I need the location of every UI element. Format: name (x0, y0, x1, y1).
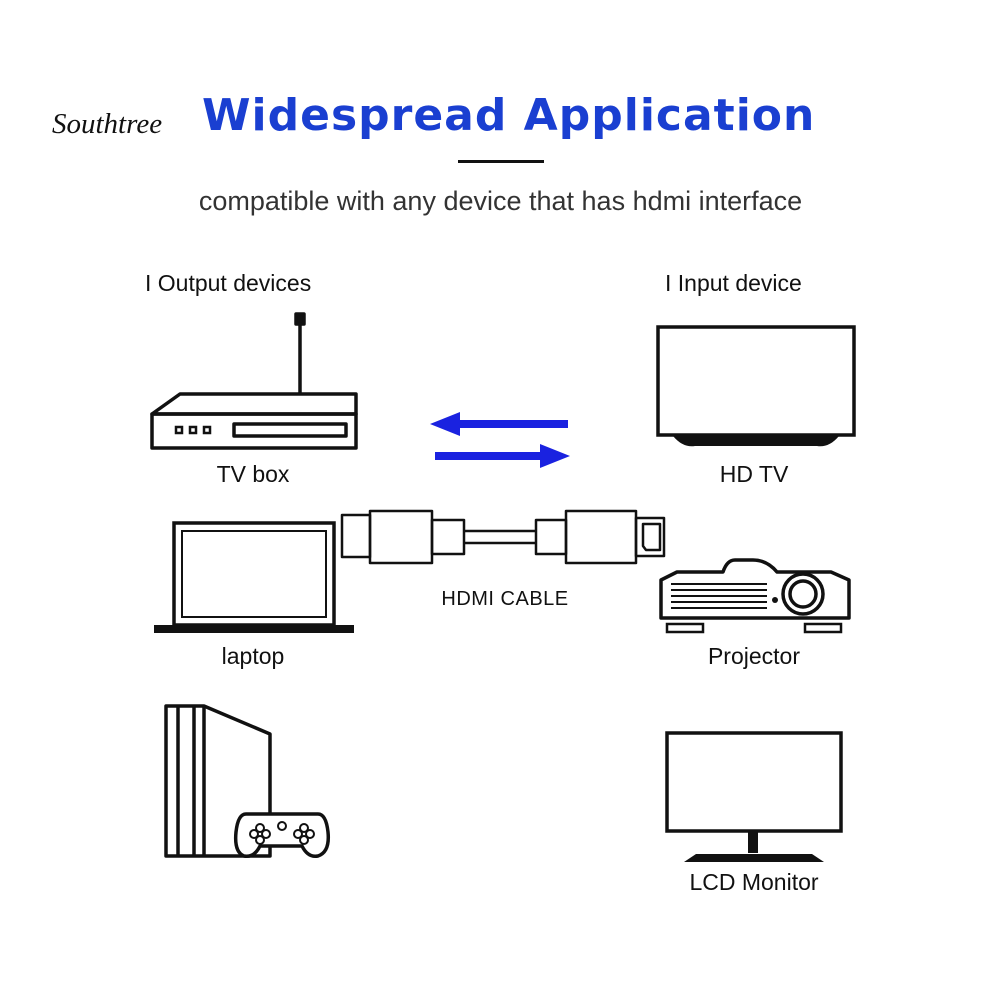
hd-tv-label: HD TV (719, 461, 789, 487)
input-devices-heading: I Input device (665, 270, 802, 296)
laptop-icon (154, 521, 354, 633)
page-title: Widespread Application (202, 90, 816, 141)
projector-icon (659, 558, 851, 634)
projector-label: Projector (707, 643, 801, 669)
lcd-monitor-icon (665, 731, 843, 862)
bidirectional-arrows-icon (430, 412, 570, 468)
game-console-icon (164, 704, 331, 859)
tv-box-icon (150, 312, 358, 450)
hdmi-cable-label: HDMI CABLE (441, 588, 569, 610)
lcd-monitor-label: LCD Monitor (689, 869, 819, 895)
title-divider (458, 160, 544, 163)
tv-box-label: TV box (216, 461, 290, 487)
hdmi-cable-icon (340, 509, 666, 565)
output-devices-heading: I Output devices (145, 270, 312, 296)
hd-tv-icon (656, 325, 856, 447)
brand-name: Southtree (52, 108, 163, 140)
laptop-label: laptop (221, 643, 285, 669)
page-subtitle: compatible with any device that has hdmi… (198, 186, 803, 216)
